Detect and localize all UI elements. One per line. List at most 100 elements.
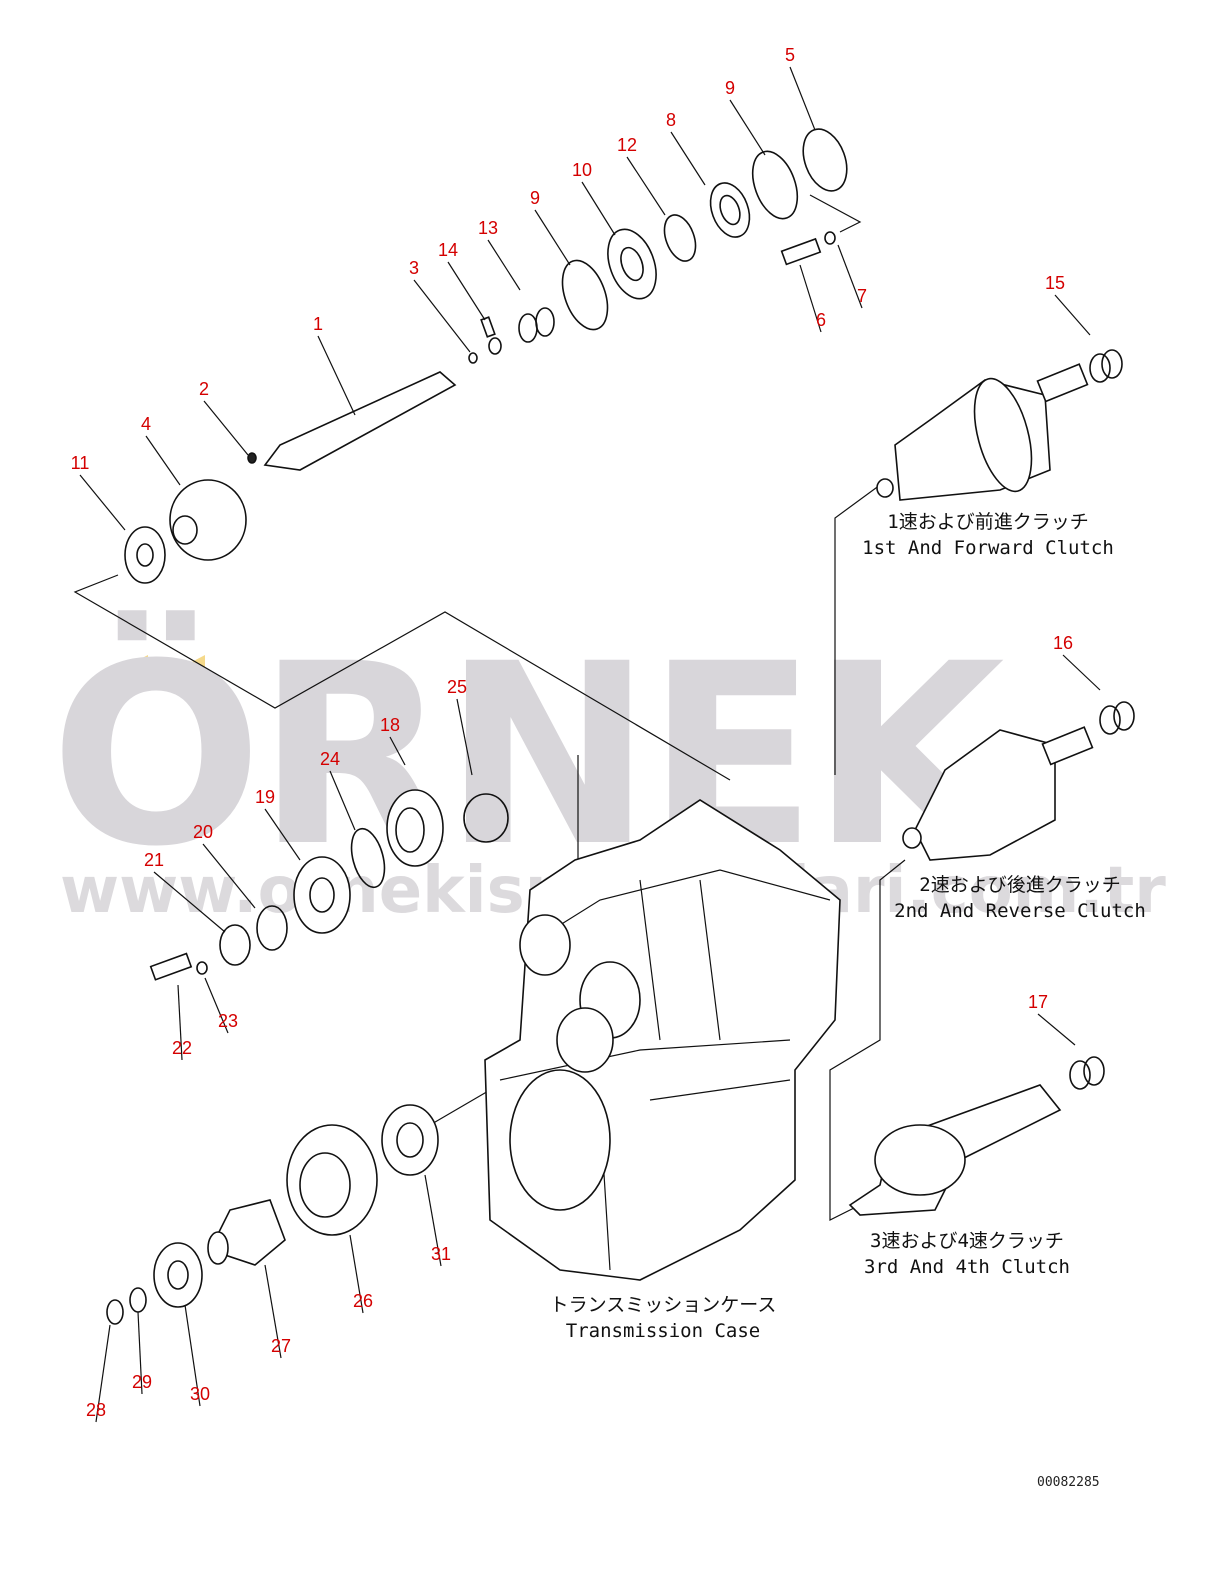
bolt-6 [780,237,822,266]
ring-15a [1089,353,1111,383]
part-number-label: 31 [431,1244,451,1264]
ball-3 [468,352,478,364]
leader-line [329,770,356,831]
parts [106,128,1135,1325]
snap-ring-9b [561,259,609,331]
ring-28 [106,1299,124,1325]
ring-14 [488,337,502,355]
part-number-label: 10 [572,160,592,180]
part-number-label: 27 [271,1336,291,1356]
leader-line [789,66,816,131]
part-number-label: 29 [132,1372,152,1392]
part-number-label: 9 [530,188,540,208]
part-number-label: 9 [725,78,735,98]
part-number-label: 17 [1028,992,1048,1012]
ring-16a [1099,705,1121,735]
part-number-label: 19 [255,787,275,807]
caption-case-en: Transmission Case [566,1320,760,1342]
leader-line [413,279,471,353]
caption-clutch3-en: 3rd And 4th Clutch [864,1256,1070,1278]
ring-16b [1113,701,1135,731]
leader-line [626,156,666,216]
bearing-12 [663,214,697,262]
leader-line [424,1174,442,1267]
watermark-accent-right [165,655,205,676]
leader-line [534,209,571,266]
leader-line [670,131,706,186]
leader-line [447,261,486,321]
part-number-label: 4 [141,414,151,434]
snap-ring-9a [751,150,799,220]
snap-ring-25 [463,793,509,843]
plate-21 [219,924,251,966]
leader-line [1037,1013,1076,1046]
part-number-label: 15 [1045,273,1065,293]
cover-plate-5 [802,128,848,192]
leader-line [264,808,301,861]
leader-line [137,1311,143,1395]
washer-7 [824,231,836,245]
part-number-label: 26 [353,1291,373,1311]
leader-line [203,400,249,456]
watermark-accent-left [108,655,148,676]
part-number-label: 3 [409,258,419,278]
ring-13a [518,313,538,343]
part-number-label: 23 [218,1011,238,1031]
leader-line [487,239,521,291]
pin-14 [480,316,496,338]
ring-29 [129,1287,147,1313]
part-number-label: 25 [447,677,467,697]
leader-line [317,335,356,416]
leader-line [264,1264,282,1359]
ring-13b [535,307,555,337]
ring-17a [1069,1060,1091,1090]
part-number-label: 1 [313,314,323,334]
gear-4-hub [172,515,198,545]
leader-line [1054,294,1091,336]
caption-clutch1-en: 1st And Forward Clutch [862,537,1114,559]
caption-clutch2-jp: 2速および後進クラッチ [919,874,1120,896]
drawing-code: 00082285 [1037,1475,1100,1490]
leader-line [153,871,226,933]
caption-clutch3-jp: 3速および4速クラッチ [870,1230,1064,1252]
part-number-label: 22 [172,1038,192,1058]
ring-24 [350,827,386,889]
part-number-label: 16 [1053,633,1073,653]
leader-line [95,1324,111,1423]
ring-20 [256,905,288,951]
part-number-label: 14 [438,240,458,260]
part-number-label: 13 [478,218,498,238]
leader-line [349,1234,364,1314]
part-number-label: 8 [666,110,676,130]
part-number-label: 21 [144,850,164,870]
leader-line [177,984,183,1061]
clutch-pack-2 [914,729,1056,861]
leader-line [202,843,256,909]
part-number-label: 12 [617,135,637,155]
part-number-label: 18 [380,715,400,735]
shaft-1 [263,371,457,471]
leader-line [456,698,473,776]
bolt-22 [149,952,193,981]
ring-17b [1083,1056,1105,1086]
ball-2 [247,452,257,464]
watermark: ÖRNEK www.ornekismakinalari.com.tr [50,610,1166,928]
leader-line [204,977,229,1034]
leader-line [145,435,181,486]
part-number-label: 28 [86,1400,106,1420]
ring-15b [1101,349,1123,379]
leader-line [837,244,863,309]
part-number-label: 7 [857,286,867,306]
part-number-labels: 5981210913143124116715161725182419202122… [71,45,1073,1420]
leader-line [1062,654,1101,691]
part-number-label: 24 [320,749,340,769]
leader-line [389,736,406,766]
leader-lines [79,66,1101,1423]
leader-line [581,181,616,236]
part-number-label: 30 [190,1384,210,1404]
part-number-label: 6 [816,310,826,330]
caption-clutch1-jp: 1速および前進クラッチ [887,511,1088,533]
leader-line [184,1304,201,1407]
